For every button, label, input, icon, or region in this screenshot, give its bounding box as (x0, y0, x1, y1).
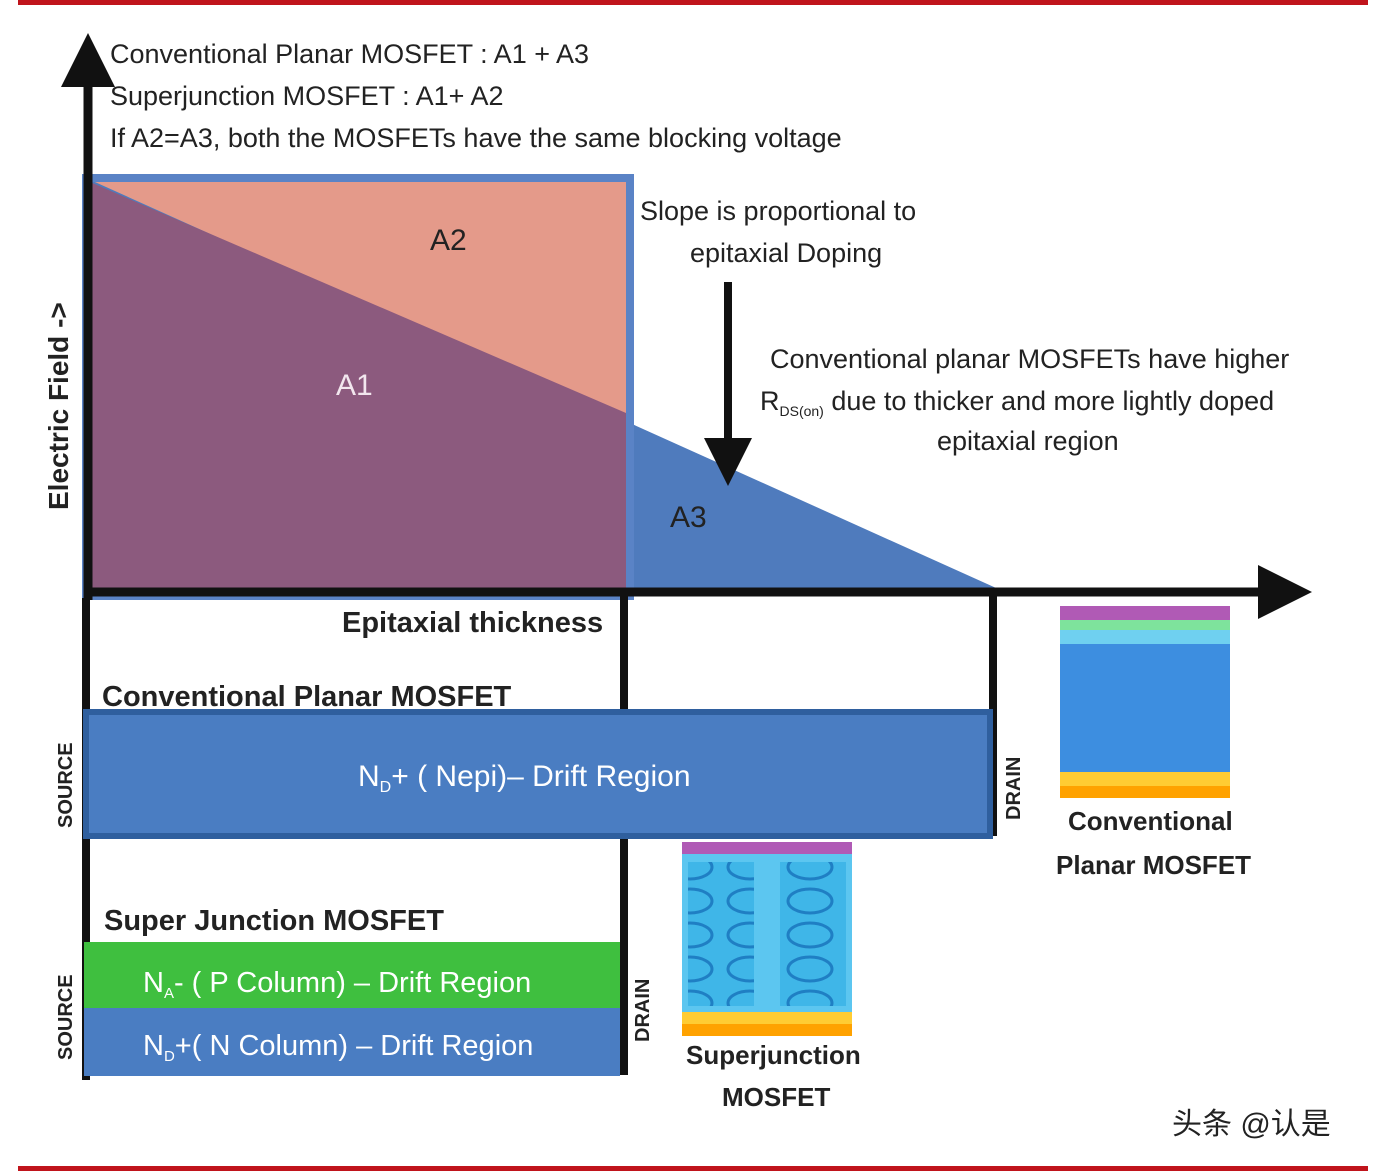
note-conventional: Conventional Planar MOSFET : A1 + A3 (110, 39, 589, 69)
slope-callout-line2: epitaxial Doping (690, 238, 882, 268)
p-column-label: NA- ( P Column) – Drift Region (143, 967, 531, 1002)
conventional-thumb-line1: Conventional (1068, 806, 1233, 836)
bottom-border (18, 1166, 1368, 1171)
conventional-thumbnail (1060, 606, 1230, 798)
superjunction-source-label: SOURCE (55, 974, 77, 1060)
conventional-drain-label: DRAIN (1003, 757, 1025, 820)
conventional-source-label: SOURCE (55, 742, 77, 828)
rds-callout-line1: Conventional planar MOSFETs have higher (770, 344, 1289, 374)
watermark: 头条 @认是 (1172, 1108, 1331, 1141)
rds-callout-line2: RDS(on) due to thicker and more lightly … (760, 386, 1274, 419)
x-axis-label: Epitaxial thickness (342, 607, 603, 639)
note-blocking-voltage: If A2=A3, both the MOSFETs have the same… (110, 123, 842, 153)
conventional-thumb-line2: Planar MOSFET (1056, 850, 1251, 880)
slope-callout-line1: Slope is proportional to (640, 196, 916, 226)
top-border (18, 0, 1368, 5)
superjunction-thumb-line1: Superjunction (686, 1040, 861, 1070)
y-axis-label: Electric Field -> (43, 302, 74, 510)
conventional-title: Conventional Planar MOSFET (102, 681, 512, 713)
label-a2: A2 (430, 224, 467, 257)
superjunction-thumbnail (682, 842, 852, 1036)
conventional-drift-label: ND+ ( Nepi)– Drift Region (358, 760, 691, 796)
superjunction-title: Super Junction MOSFET (104, 905, 444, 937)
n-column-bar (84, 1008, 620, 1076)
rds-callout-line3: epitaxial region (937, 426, 1119, 456)
superjunction-drain-label: DRAIN (632, 979, 654, 1042)
label-a3: A3 (670, 501, 707, 534)
p-column-bar (84, 942, 620, 1008)
superjunction-thumb-line2: MOSFET (722, 1082, 830, 1112)
label-a1: A1 (336, 369, 373, 402)
area-a1 (90, 182, 626, 590)
note-superjunction: Superjunction MOSFET : A1+ A2 (110, 81, 503, 111)
n-column-label: ND+( N Column) – Drift Region (143, 1030, 533, 1065)
conventional-drift-bar (83, 709, 993, 839)
